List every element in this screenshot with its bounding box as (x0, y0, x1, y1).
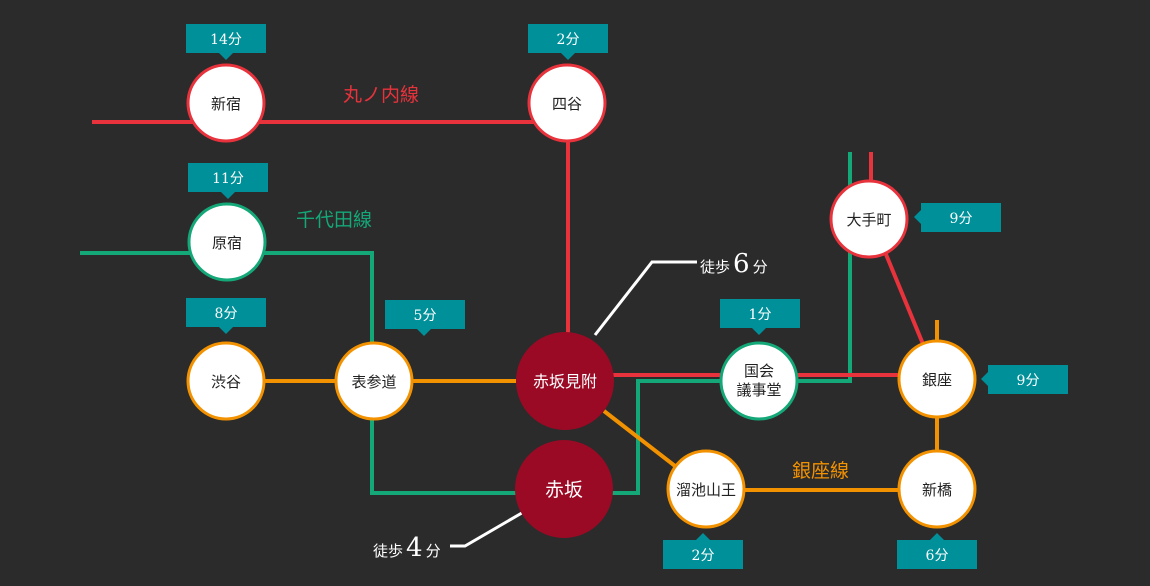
chiyoda-line-label: 千代田線 (296, 209, 372, 231)
svg-text:銀座: 銀座 (922, 371, 952, 389)
station-akasaka: 赤坂 (515, 440, 613, 538)
svg-text:四谷: 四谷 (552, 95, 582, 113)
svg-text:表参道: 表参道 (351, 373, 396, 391)
svg-text:新宿: 新宿 (211, 95, 241, 113)
time-badge-shinjuku: 14分 (186, 24, 266, 60)
svg-text:6分: 6分 (926, 548, 949, 564)
svg-text:9分: 9分 (950, 211, 973, 227)
station-akasaka-mitsuke: 赤坂見附 (516, 332, 614, 430)
chiyoda-line-east (612, 152, 852, 495)
time-badge-shimbashi: 6分 (897, 533, 977, 569)
svg-text:9分: 9分 (1017, 373, 1040, 389)
svg-text:1分: 1分 (749, 307, 772, 323)
station-otemachi: 大手町 (829, 179, 909, 259)
station-tameike-sanno: 溜池山王 (666, 449, 746, 529)
ginza-line-label: 銀座線 (792, 460, 849, 482)
svg-text:新橋: 新橋 (922, 481, 952, 499)
station-shimbashi: 新橋 (897, 449, 977, 529)
svg-text:8分: 8分 (215, 306, 238, 322)
station-kokkai-gijidomae: 国会 議事堂 (719, 341, 799, 421)
time-badge-omotesando: 5分 (385, 300, 465, 336)
station-harajuku: 原宿 (187, 202, 267, 282)
walk-pointer-akasaka (450, 508, 528, 548)
svg-text:2分: 2分 (692, 548, 715, 564)
marunouchi-line-label: 丸ノ内線 (343, 84, 419, 106)
time-badge-ginza: 9分 (981, 365, 1068, 394)
svg-text:渋谷: 渋谷 (211, 373, 241, 391)
time-badge-otemachi: 9分 (914, 203, 1001, 232)
svg-text:11分: 11分 (212, 171, 244, 187)
time-badge-shibuya: 8分 (186, 298, 266, 334)
station-shinjuku: 新宿 (186, 63, 266, 143)
svg-text:溜池山王: 溜池山王 (676, 481, 736, 499)
time-badge-kokkai: 1分 (720, 299, 800, 335)
station-ginza: 銀座 (897, 339, 977, 419)
station-shibuya: 渋谷 (186, 341, 266, 421)
svg-text:議事堂: 議事堂 (736, 381, 781, 399)
svg-text:赤坂見附: 赤坂見附 (533, 372, 597, 391)
svg-text:2分: 2分 (557, 32, 580, 48)
time-badge-tameike: 2分 (663, 533, 743, 569)
walk-pointer-mitsuke (593, 260, 697, 336)
svg-text:赤坂: 赤坂 (545, 479, 583, 501)
svg-text:原宿: 原宿 (212, 234, 242, 252)
time-badge-harajuku: 11分 (188, 163, 268, 199)
svg-text:14分: 14分 (210, 32, 242, 48)
station-omotesando: 表参道 (334, 341, 414, 421)
svg-text:5分: 5分 (414, 308, 437, 324)
svg-text:国会: 国会 (744, 362, 774, 380)
time-badge-yotsuya: 2分 (528, 24, 608, 60)
svg-text:大手町: 大手町 (846, 211, 891, 229)
station-yotsuya: 四谷 (527, 63, 607, 143)
chiyoda-line-west (80, 251, 516, 495)
